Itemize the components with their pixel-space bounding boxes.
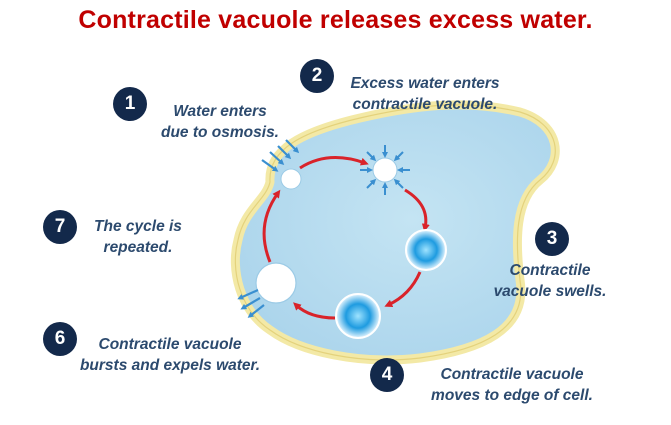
cell-membrane [230, 100, 560, 365]
step-label-7-line2: repeated. [103, 239, 173, 256]
step-label-2-line2: contractile vacuole. [352, 96, 498, 113]
cycle-arrow-4-6 [293, 302, 336, 320]
step-label-6-line2: bursts and expels water. [79, 357, 261, 374]
step-label-4-line1: Contractile vacuole [440, 366, 584, 383]
step-label-7: The cycle is repeated. [78, 216, 198, 258]
vacuole-bursting [255, 262, 297, 304]
vacuole-at-edge [335, 293, 381, 339]
step-label-1-line2: due to osmosis. [161, 124, 279, 141]
vacuole-swollen [405, 229, 447, 271]
vacuole-filling [360, 145, 410, 195]
cycle-arrow-2-3 [404, 188, 430, 232]
water-outflow-arrows [237, 288, 265, 318]
cycle-arrow-3-4 [384, 271, 422, 307]
step-label-4: Contractile vacuole moves to edge of cel… [412, 364, 612, 406]
step-label-6-line1: Contractile vacuole [98, 336, 242, 353]
step-label-3: Contractile vacuole swells. [475, 260, 625, 302]
step-badge-3: 3 [535, 222, 569, 256]
cycle-arrow-1-2 [299, 156, 369, 170]
step-label-1-line1: Water enters [173, 103, 267, 120]
step-badge-6: 6 [43, 322, 77, 356]
step-label-3-line1: Contractile [509, 262, 591, 279]
step-label-1: Water enters due to osmosis. [150, 101, 290, 143]
step-badge-4: 4 [370, 358, 404, 392]
step-label-2: Excess water enters contractile vacuole. [335, 73, 515, 115]
step-label-2-line1: Excess water enters [350, 75, 500, 92]
step-label-6: Contractile vacuole bursts and expels wa… [60, 334, 280, 376]
step-badge-1: 1 [113, 87, 147, 121]
step-label-3-line2: vacuole swells. [493, 283, 607, 300]
step-badge-7: 7 [43, 210, 77, 244]
cycle-arrow-6-1 [262, 189, 281, 263]
step-label-4-line2: moves to edge of cell. [431, 387, 593, 404]
step-badge-2: 2 [300, 59, 334, 93]
vacuole-small [280, 168, 302, 190]
step-label-7-line1: The cycle is [94, 218, 182, 235]
diagram-title: Contractile vacuole releases excess wate… [78, 6, 593, 34]
water-inflow-arrows [261, 139, 300, 172]
